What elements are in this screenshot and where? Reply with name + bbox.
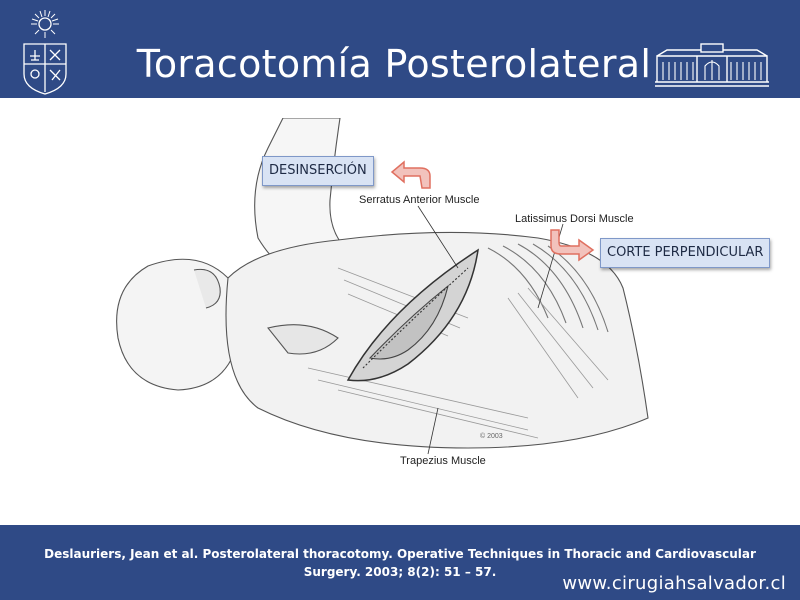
label-serratus: Serratus Anterior Muscle	[359, 194, 480, 206]
label-copyright: © 2003	[480, 433, 503, 440]
citation-line-2: Surgery. 2003; 8(2): 51 – 57.	[303, 565, 497, 579]
slide-title: Toracotomía Posterolateral	[0, 42, 800, 86]
callout-corte-perpendicular: CORTE PERPENDICULAR	[600, 238, 771, 268]
website-link[interactable]: www.cirugiahsalvador.cl	[562, 573, 786, 594]
curved-arrow-icon	[550, 229, 595, 262]
label-latissimus: Latissimus Dorsi Muscle	[515, 213, 634, 225]
citation: Deslauriers, Jean et al. Posterolateral …	[40, 545, 760, 581]
slide-footer	[0, 525, 800, 600]
slide-title-text: Toracotomía Posterolateral	[136, 42, 652, 86]
curved-arrow-icon	[390, 160, 431, 189]
citation-line-1: Deslauriers, Jean et al. Posterolateral …	[44, 547, 756, 561]
anatomical-illustration	[108, 117, 668, 473]
label-trapezius: Trapezius Muscle	[400, 455, 486, 467]
building-facade-icon	[653, 42, 771, 93]
callout-desinsercion: DESINSERCIÓN	[262, 156, 374, 186]
university-seal-icon	[14, 8, 76, 101]
